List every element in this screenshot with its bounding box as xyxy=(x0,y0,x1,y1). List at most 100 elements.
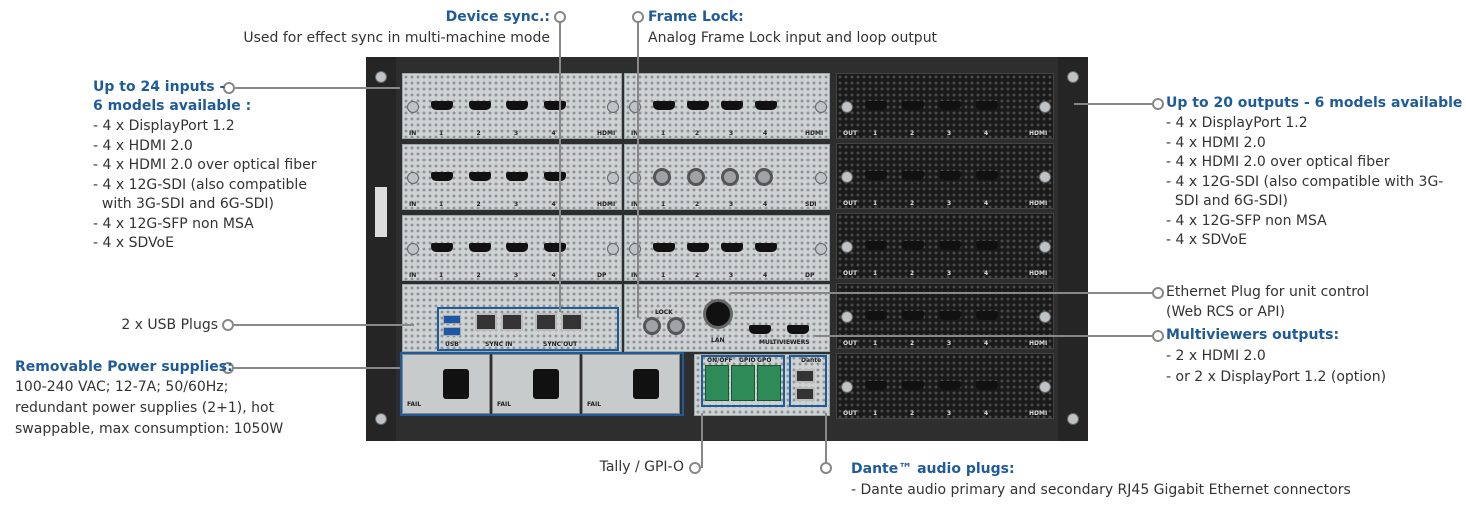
fail-led-label: FAIL xyxy=(497,401,512,408)
displayport-port[interactable] xyxy=(431,243,453,252)
hdmi-port[interactable] xyxy=(976,311,998,320)
hdmi-port[interactable] xyxy=(976,241,998,250)
hdmi-port[interactable] xyxy=(939,311,961,320)
hdmi-port[interactable] xyxy=(468,172,491,181)
sdi-bnc-port[interactable] xyxy=(721,168,739,186)
hdmi-port[interactable] xyxy=(902,311,924,320)
displayport-port[interactable] xyxy=(543,243,566,252)
power-leader xyxy=(234,367,400,369)
list-item: - 4 x HDMI 2.0 xyxy=(93,137,193,154)
lock-bnc-input[interactable] xyxy=(643,317,661,335)
hdmi-port[interactable] xyxy=(865,241,887,250)
hdmi-port[interactable] xyxy=(939,171,961,180)
hdmi-port[interactable] xyxy=(431,172,453,181)
sync-in-port-1[interactable] xyxy=(475,313,497,331)
inputs-title-2: 6 models available : xyxy=(93,98,252,114)
usb-port[interactable] xyxy=(443,327,461,336)
list-item: - 4 x HDMI 2.0 over optical fiber xyxy=(1166,154,1390,170)
fail-led-label: FAIL xyxy=(587,401,602,408)
hdmi-port[interactable] xyxy=(976,101,998,110)
port-number: 2 xyxy=(476,272,481,279)
card-screw xyxy=(607,172,619,184)
power-supply-3[interactable]: FAIL xyxy=(582,354,680,414)
displayport-port[interactable] xyxy=(755,243,777,252)
card-type-label: HDMI xyxy=(1029,410,1048,417)
port-number: 2 xyxy=(476,201,481,208)
usb-label: USB xyxy=(445,341,459,348)
displayport-port[interactable] xyxy=(506,243,528,252)
port-number: 4 xyxy=(763,272,768,279)
card-direction-label: IN xyxy=(631,272,639,279)
hdmi-port[interactable] xyxy=(902,171,924,180)
power-inlet[interactable] xyxy=(633,369,659,399)
hdmi-port[interactable] xyxy=(939,101,961,110)
hdmi-port[interactable] xyxy=(939,381,961,390)
sync-in-port-2[interactable] xyxy=(501,313,523,331)
multiviewer-hdmi-1[interactable] xyxy=(749,325,771,334)
displayport-port[interactable] xyxy=(721,243,743,252)
hdmi-port[interactable] xyxy=(687,101,709,110)
hdmi-port[interactable] xyxy=(468,101,491,110)
lan-port[interactable] xyxy=(703,299,733,329)
card-type-label: HDMI xyxy=(597,130,616,137)
lock-bnc-loop[interactable] xyxy=(667,317,685,335)
card-screw xyxy=(1039,171,1051,183)
tally-terminal-block[interactable] xyxy=(705,365,729,401)
hdmi-port[interactable] xyxy=(939,241,961,250)
displayport-port[interactable] xyxy=(468,243,491,252)
hdmi-port[interactable] xyxy=(976,381,998,390)
power-supply-1[interactable]: FAIL xyxy=(402,354,490,414)
power-inlet[interactable] xyxy=(443,369,469,399)
hdmi-port[interactable] xyxy=(543,101,566,110)
hdmi-port[interactable] xyxy=(506,101,528,110)
dante-secondary-port[interactable] xyxy=(795,387,815,401)
hdmi-port[interactable] xyxy=(721,101,743,110)
displayport-port[interactable] xyxy=(653,243,675,252)
usb-port[interactable] xyxy=(443,315,461,324)
hdmi-port[interactable] xyxy=(902,101,924,110)
hdmi-port[interactable] xyxy=(865,381,887,390)
card-direction-label: OUT xyxy=(843,200,858,207)
port-number: 4 xyxy=(551,130,556,137)
hdmi-port[interactable] xyxy=(865,171,887,180)
hdmi-port[interactable] xyxy=(976,171,998,180)
list-item: - 4 x HDMI 2.0 xyxy=(1166,134,1266,151)
sdi-bnc-port[interactable] xyxy=(687,168,705,186)
ethernet-leader xyxy=(730,292,1152,294)
port-number: 3 xyxy=(514,272,519,279)
hdmi-port[interactable] xyxy=(902,381,924,390)
hdmi-port[interactable] xyxy=(755,101,777,110)
inputs-title-1: Up to 24 inputs - xyxy=(93,79,226,95)
power-inlet[interactable] xyxy=(533,369,559,399)
dante-primary-port[interactable] xyxy=(795,369,815,383)
port-number: 1 xyxy=(873,270,878,277)
hdmi-port[interactable] xyxy=(543,172,566,181)
hdmi-port[interactable] xyxy=(865,101,887,110)
multiviewers-leader xyxy=(815,335,1152,337)
sync-out-port-1[interactable] xyxy=(535,313,557,331)
port-number: 2 xyxy=(695,272,700,279)
sdi-bnc-port[interactable] xyxy=(653,168,671,186)
sdi-bnc-port[interactable] xyxy=(755,168,773,186)
gpi-terminal-block[interactable] xyxy=(731,365,755,401)
hdmi-port[interactable] xyxy=(902,241,924,250)
gpo-terminal-block[interactable] xyxy=(757,365,781,401)
ethernet-marker xyxy=(1152,287,1164,299)
hdmi-port[interactable] xyxy=(653,101,675,110)
power-supply-2[interactable]: FAIL xyxy=(492,354,580,414)
hdmi-port[interactable] xyxy=(865,311,887,320)
displayport-port[interactable] xyxy=(687,243,709,252)
hdmi-port[interactable] xyxy=(431,101,453,110)
device-sync-title: Device sync.: xyxy=(445,9,550,25)
rack-screw xyxy=(1067,71,1079,83)
multiviewers-item-1: - 2 x HDMI 2.0 xyxy=(1166,348,1266,364)
card-screw xyxy=(407,101,419,113)
port-number: 2 xyxy=(910,410,915,417)
hdmi-port[interactable] xyxy=(506,172,528,181)
gpio-highlight xyxy=(701,355,785,407)
sync-out-port-2[interactable] xyxy=(561,313,583,331)
card-direction-label: OUT xyxy=(843,340,858,347)
card-screw xyxy=(1039,311,1051,323)
port-number: 1 xyxy=(873,410,878,417)
multiviewer-hdmi-2[interactable] xyxy=(787,325,809,334)
